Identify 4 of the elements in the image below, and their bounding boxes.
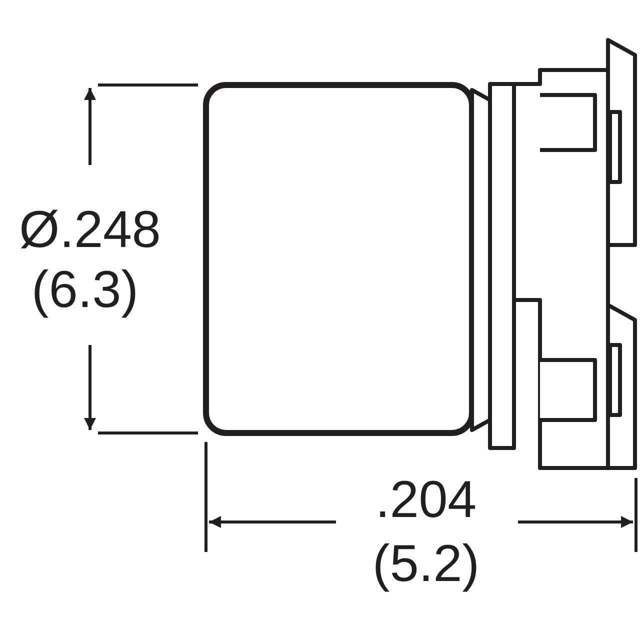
dimension-text: Ø.248 <box>19 204 161 256</box>
dimension-text: (5.2) <box>372 538 480 590</box>
dimension-text: .204 <box>375 474 477 526</box>
dimension-text: (6.3) <box>32 264 138 316</box>
